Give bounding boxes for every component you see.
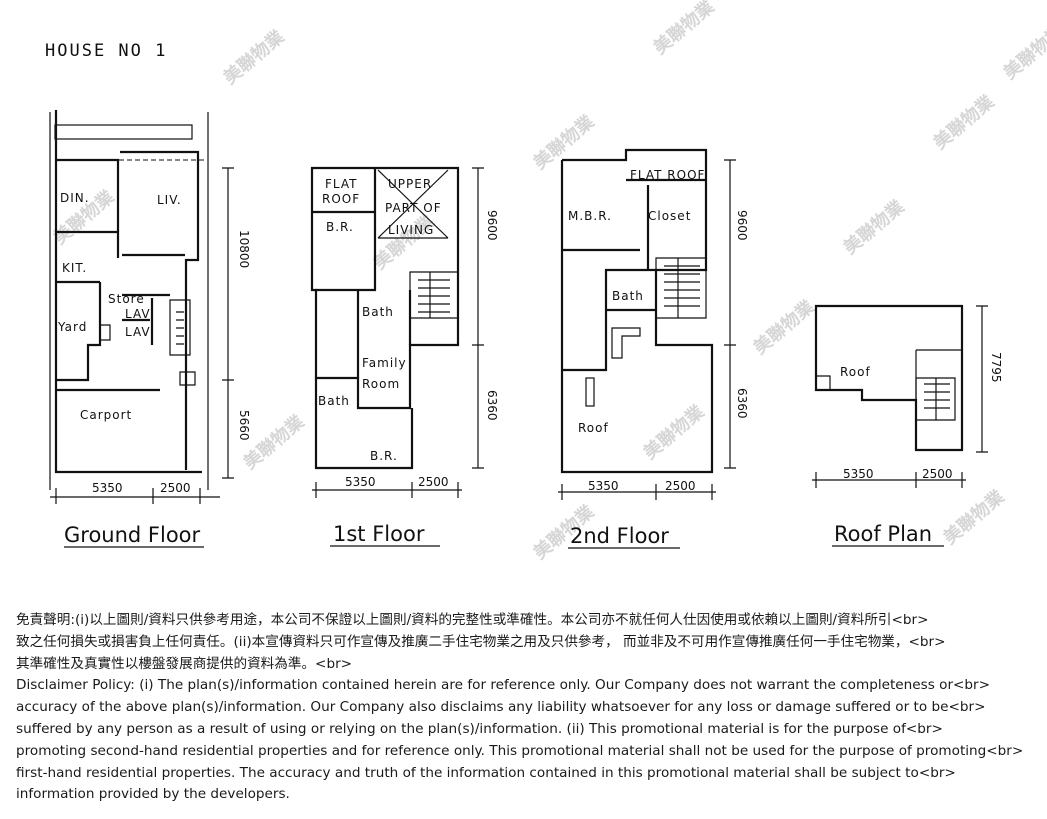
roof-plan: Roof 7795 5350 2500 Roof Plan (812, 304, 1003, 547)
room-label: LAV (125, 307, 151, 321)
disclaimer-line: information provided by the developers. (16, 786, 290, 803)
plan-title: Ground Floor (64, 523, 201, 547)
room-label: Carport (80, 408, 132, 422)
room-label: B.R. (326, 220, 354, 234)
room-label: PART OF (385, 201, 442, 215)
house-label: HOUSE NO 1 (45, 41, 167, 61)
dimension-label: 5350 (345, 475, 376, 489)
dimension-label: 6360 (735, 388, 749, 419)
dimension-label: 5350 (588, 479, 619, 493)
disclaimer-line: 其準確性及真實性以樓盤發展商提供的資料為準。<br> (16, 655, 353, 672)
room-label: Bath (362, 305, 394, 319)
watermark: 美聯物業 (999, 20, 1047, 84)
dimension-label: 10800 (237, 230, 251, 268)
disclaimer: 免責聲明:(i)以上圖則/資料只供參考用途，本公司不保證以上圖則/資料的完整性或… (16, 610, 1041, 806)
watermarks: 美聯物業 美聯物業 美聯物業 美聯物業 美聯物業 美聯物業 美聯物業 美聯物業 … (49, 0, 1047, 564)
ground-floor-plan: DIN. LIV. KIT. Store LAV LAV Yard Carpor… (49, 110, 251, 548)
dimension-label: 7795 (989, 352, 1003, 383)
room-label: UPPER (388, 177, 432, 191)
dimension-label: 5350 (843, 467, 874, 481)
room-label: Room (362, 377, 400, 391)
watermark: 美聯物業 (219, 25, 289, 89)
plan-title: 2nd Floor (570, 524, 669, 548)
watermark: 美聯物業 (649, 0, 719, 59)
plan-title: Roof Plan (834, 522, 932, 546)
room-label: LIV. (157, 193, 182, 207)
second-floor-plan: FLAT ROOF M.B.R. Closet Bath Roof 9600 6… (558, 148, 749, 549)
room-label: DIN. (60, 191, 90, 205)
room-label: FLAT (325, 177, 357, 191)
dimension-label: 9600 (485, 210, 499, 241)
room-label: KIT. (62, 261, 87, 275)
watermark: 美聯物業 (639, 400, 709, 464)
disclaimer-line: first-hand residential properties. The a… (16, 764, 956, 781)
disclaimer-line: promoting second-hand residential proper… (16, 742, 1024, 759)
room-label: B.R. (370, 449, 398, 463)
dimension-label: 6360 (485, 390, 499, 421)
watermark: 美聯物業 (529, 110, 599, 174)
room-label: M.B.R. (568, 209, 612, 223)
dimension-label: 2500 (160, 481, 191, 495)
disclaimer-line: 致之任何損失或損害負上任何責任。(ii)本宣傳資料只可作宣傳及推廣二手住宅物業之… (16, 633, 946, 650)
plan-title: 1st Floor (333, 522, 425, 546)
watermark: 美聯物業 (749, 295, 819, 359)
disclaimer-line: accuracy of the above plan(s)/informatio… (16, 699, 986, 716)
room-label: FLAT ROOF (630, 168, 705, 182)
dimension-label: 9600 (735, 210, 749, 241)
dimension-label: 5660 (237, 410, 251, 441)
disclaimer-line: 免責聲明:(i)以上圖則/資料只供參考用途，本公司不保證以上圖則/資料的完整性或… (16, 612, 929, 628)
dimension-label: 2500 (665, 479, 696, 493)
first-floor-plan: FLAT ROOF B.R. UPPER PART OF LIVING Bath… (310, 166, 499, 547)
disclaimer-line: Disclaimer Policy: (i) The plan(s)/infor… (16, 677, 991, 694)
room-label: Yard (57, 320, 87, 334)
room-label: LAV (125, 325, 151, 339)
room-label: Store (108, 292, 145, 306)
disclaimer-line: suffered by any person as a result of us… (16, 720, 943, 737)
dimension-label: 5350 (92, 481, 123, 495)
room-label: ROOF (322, 192, 360, 206)
room-label: Family (362, 356, 407, 370)
room-label: Bath (318, 394, 350, 408)
room-label: Bath (612, 289, 644, 303)
room-label: Roof (840, 365, 871, 379)
room-label: Roof (578, 421, 609, 435)
watermark: 美聯物業 (939, 485, 1009, 549)
watermark: 美聯物業 (839, 195, 909, 259)
dimension-label: 2500 (418, 475, 449, 489)
floor-plans: 美聯物業 美聯物業 美聯物業 美聯物業 美聯物業 美聯物業 美聯物業 美聯物業 … (45, 0, 1047, 564)
watermark: 美聯物業 (929, 90, 999, 154)
room-label: LIVING (388, 223, 434, 237)
dimension-label: 2500 (922, 467, 953, 481)
room-label: Closet (648, 209, 691, 223)
